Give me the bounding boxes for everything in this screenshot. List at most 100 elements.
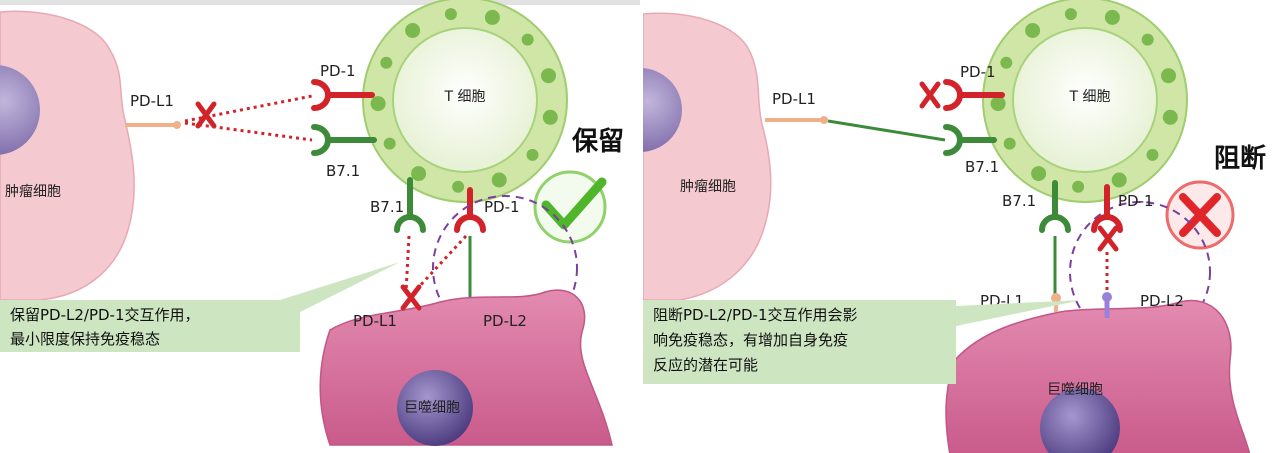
- macrophage: 巨噬细胞: [319, 289, 613, 446]
- b71-receptor-bottom: [394, 177, 426, 233]
- t-cell-granule: [1146, 148, 1159, 161]
- t-cell-granule: [383, 137, 396, 150]
- blocked-line-b71-bottom: [404, 235, 411, 293]
- b71-receptor-bottom: [1039, 180, 1071, 233]
- pd-1-top-label: PD-1: [960, 63, 996, 81]
- right-panel: 肿瘤细胞 PD-L1 T 细胞 PD-1 B7.1 阻断: [643, 0, 1266, 453]
- pd-1-receptor-bottom: [454, 187, 486, 233]
- cross-icon: [1165, 180, 1235, 250]
- t-cell-granule: [405, 23, 421, 38]
- pd-l1-ligand-bottom-tip: [1051, 293, 1061, 303]
- t-cell-granule: [452, 180, 465, 193]
- b71-top-label: B7.1: [326, 162, 360, 180]
- callout-line-3: 反应的潜在可能: [653, 356, 758, 374]
- status-label: 阻断: [1214, 143, 1266, 174]
- macrophage-label: 巨噬细胞: [1047, 382, 1103, 398]
- t-cell-label: T 细胞: [443, 89, 485, 105]
- highlight-dashed-circle: [1069, 201, 1211, 343]
- t-cell-granule: [526, 148, 539, 161]
- callout: 阻断PD-L2/PD-1交互作用会影 响免疫稳态，有增加自身免疫 反应的潜在可能: [643, 300, 1082, 384]
- tumor-cell-label: 肿瘤细胞: [5, 183, 61, 200]
- tumor-cell: 肿瘤细胞: [0, 10, 135, 301]
- t-cell-granule: [380, 56, 393, 69]
- callout-box: [0, 262, 400, 352]
- pd-1-bottom-label: PD-1: [1118, 192, 1154, 210]
- callout-line-1: 保留PD-L2/PD-1交互作用，: [10, 306, 200, 324]
- pd-1-receptor-bottom: [1091, 184, 1123, 233]
- block-x-icon: [919, 81, 941, 109]
- t-cell-granule: [1031, 166, 1047, 182]
- pd-l2-label: PD-L2: [483, 312, 527, 330]
- t-cell-granule: [1003, 137, 1016, 150]
- t-cell: T 细胞: [362, 0, 568, 203]
- left-panel: 肿瘤细胞 PD-L1 T 细胞 PD-1 B7.1: [0, 0, 640, 446]
- pd-l1-top-label: PD-L1: [130, 92, 174, 110]
- macrophage-label: 巨噬细胞: [404, 400, 460, 416]
- macrophage-nucleus: [397, 370, 473, 446]
- pd-l1-ligand-tip: [820, 116, 828, 124]
- top-strip: [0, 0, 640, 5]
- t-cell-granule: [491, 172, 507, 188]
- t-cell-granule: [542, 109, 558, 125]
- macrophage: 巨噬细胞: [945, 299, 1251, 453]
- t-cell-granule: [370, 96, 386, 112]
- pd-l2-label: PD-L2: [1140, 292, 1184, 310]
- t-cell: T 细胞: [982, 0, 1188, 203]
- callout: 保留PD-L2/PD-1交互作用， 最小限度保持免疫稳态: [0, 262, 400, 352]
- callout-line-1: 阻断PD-L2/PD-1交互作用会影: [653, 306, 858, 324]
- block-x-icon-bottom: [1097, 225, 1119, 252]
- b71-top-label: B7.1: [965, 158, 999, 176]
- pd-l1-bottom-label: PD-L1: [353, 312, 397, 330]
- tumor-cell-label: 肿瘤细胞: [680, 178, 736, 195]
- t-cell-granules: [990, 8, 1178, 193]
- pd-l1-ligand-tip: [173, 121, 181, 129]
- t-cell-granule: [1104, 9, 1120, 25]
- callout-line-2: 响免疫稳态，有增加自身免疫: [653, 331, 848, 349]
- tumor-cell-nucleus: [0, 65, 40, 155]
- t-cell-label: T 细胞: [1068, 89, 1110, 105]
- t-cell-granule: [1162, 109, 1178, 125]
- macrophage-nucleus: [1040, 388, 1120, 453]
- macrophage-body: [319, 289, 613, 446]
- t-cell-granule: [1141, 33, 1154, 46]
- t-cell-nucleus: [1012, 27, 1158, 173]
- t-cell-granule: [1000, 56, 1013, 69]
- b71-receptor-top: [943, 124, 997, 156]
- tumor-cell: 肿瘤细胞: [643, 12, 772, 301]
- t-cell-granule: [1072, 180, 1085, 193]
- t-cell-granule: [990, 96, 1006, 112]
- b71-receptor-top: [311, 124, 377, 156]
- status-label: 保留: [571, 127, 624, 157]
- pd-l1-b71-binding-line: [827, 119, 946, 142]
- tumor-cell-nucleus: [643, 68, 682, 152]
- tumor-cell-body: [0, 10, 135, 301]
- t-cell-granule: [521, 33, 534, 46]
- t-cell-granule: [411, 166, 427, 182]
- macrophage-body: [945, 299, 1251, 453]
- t-cell-granule: [444, 8, 457, 21]
- t-cell-granule: [484, 9, 500, 25]
- check-icon: [533, 170, 607, 244]
- pd-1-top-label: PD-1: [320, 62, 356, 80]
- block-x-icon-bottom: [400, 284, 422, 311]
- t-cell-granule: [1161, 68, 1176, 84]
- t-cell-granule: [1025, 23, 1041, 38]
- callout-box: [643, 300, 1082, 384]
- t-cell-granule: [1111, 172, 1127, 188]
- b71-bottom-label: B7.1: [370, 198, 404, 216]
- pd-1-bottom-label: PD-1: [484, 198, 520, 216]
- t-cell-granules: [370, 8, 558, 193]
- callout-line-2: 最小限度保持免疫稳态: [10, 330, 160, 348]
- blocked-line-pd1-bottom: [414, 234, 468, 292]
- blocked-line-b71: [184, 121, 313, 142]
- t-cell-granule: [541, 68, 556, 84]
- tumor-cell-body: [643, 12, 772, 301]
- block-x-icon: [195, 101, 217, 129]
- pd-l2-ligand-tip: [1102, 292, 1112, 302]
- t-cell-granule: [1064, 8, 1077, 21]
- t-cell-nucleus: [392, 27, 538, 173]
- pd-1-receptor-top: [311, 79, 375, 111]
- pd-1-receptor-top: [943, 79, 1005, 111]
- pd-l1-top-label: PD-L1: [772, 90, 816, 108]
